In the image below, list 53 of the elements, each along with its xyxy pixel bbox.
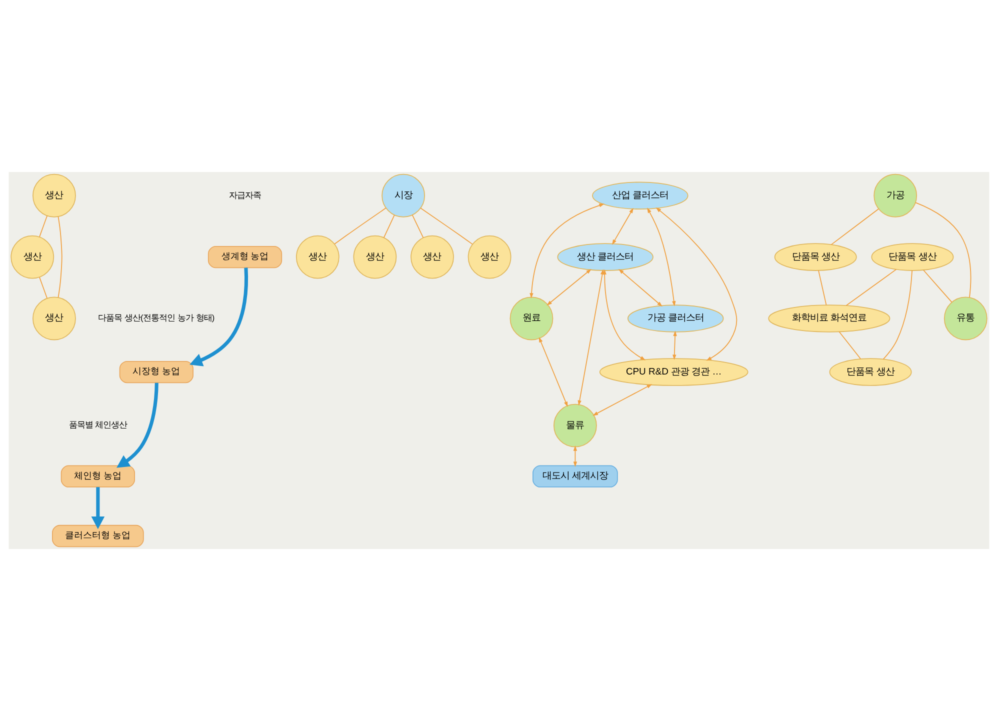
node-circle: 시장 — [382, 173, 426, 217]
connector — [420, 207, 473, 244]
connector — [882, 270, 913, 360]
arrow — [656, 206, 738, 360]
arrow — [91, 486, 105, 529]
node-circle: 물류 — [554, 403, 597, 447]
connector — [838, 330, 862, 359]
node-box: 대도시 세계시장 — [532, 464, 618, 487]
arrow — [538, 336, 568, 406]
node-circle: 생산 — [32, 296, 76, 340]
arrow — [116, 382, 158, 468]
arrow — [672, 330, 677, 360]
arrow — [618, 268, 662, 306]
node-box: 시장형 농업 — [119, 360, 194, 383]
arrow — [612, 207, 634, 244]
node-ellipse: 가공 클러스터 — [628, 304, 724, 332]
arrow — [530, 203, 604, 298]
connector — [412, 214, 424, 238]
connector — [39, 214, 48, 237]
arrow — [573, 445, 578, 466]
node-circle: 생산 — [410, 234, 454, 278]
arrow — [546, 268, 592, 306]
connector — [846, 268, 897, 306]
connector — [818, 269, 827, 305]
node-circle: 생산 — [353, 234, 397, 278]
node-circle: 유통 — [944, 296, 988, 340]
arrow — [190, 267, 248, 366]
connector — [915, 202, 972, 298]
connector — [383, 214, 395, 238]
connector — [334, 207, 386, 244]
node-circle: 생산 — [10, 234, 54, 278]
node-circle: 가공 — [874, 173, 918, 217]
node-ellipse: 화학비료 화석연료 — [768, 304, 890, 332]
arrow — [602, 268, 646, 360]
node-box: 체인형 농업 — [60, 464, 135, 487]
node-ellipse: 단품목 생산 — [774, 242, 857, 270]
arrow — [592, 384, 652, 416]
connector — [39, 276, 48, 298]
node-box: 클러스터형 농업 — [52, 524, 144, 547]
node-ellipse: CPU R&D 관광 경관 … — [599, 358, 748, 386]
node-ellipse: 생산 클러스터 — [557, 242, 654, 270]
node-circle: 생산 — [296, 234, 340, 278]
node-ellipse: 단품목 생산 — [829, 358, 912, 386]
node-ellipse: 단품목 생산 — [871, 242, 954, 270]
node-ellipse: 산업 클러스터 — [592, 181, 688, 210]
connector — [923, 269, 952, 302]
arrow — [647, 207, 676, 306]
node-circle: 생산 — [32, 173, 76, 217]
connector — [58, 216, 62, 298]
node-box: 생계형 농업 — [208, 245, 282, 268]
node-circle: 생산 — [468, 234, 512, 278]
connector — [830, 208, 880, 245]
arrow — [578, 268, 604, 406]
